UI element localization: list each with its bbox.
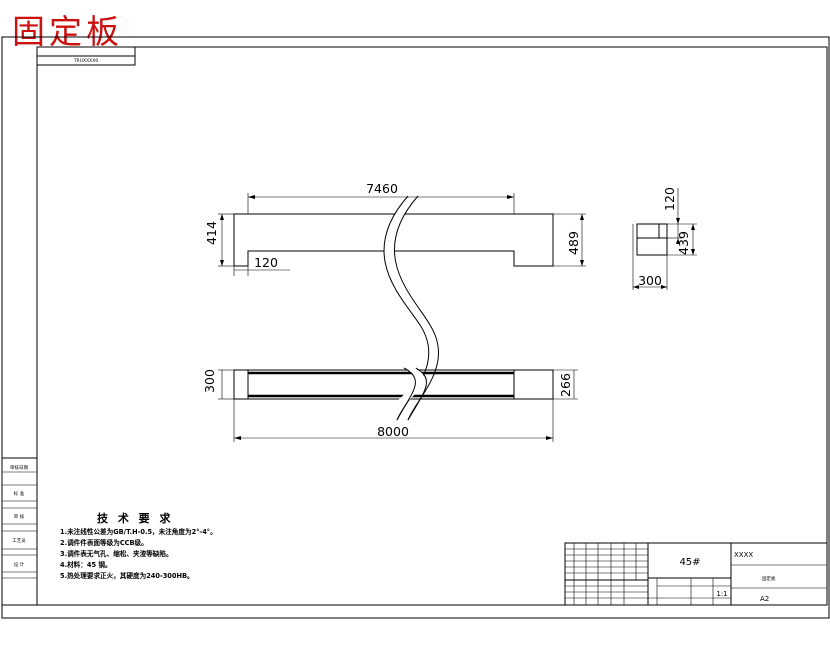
tech-item-1: 1.未注线性公差为GB/T.H-0.5，未注角度为2°-4°。 bbox=[60, 527, 217, 536]
side-view: 300 120 439 bbox=[632, 187, 697, 290]
dim-300-side: 300 bbox=[638, 273, 662, 288]
dim-489: 489 bbox=[566, 231, 581, 255]
code-box-text: TRUXXXX0 bbox=[73, 58, 99, 64]
tech-heading: 技 术 要 求 bbox=[97, 511, 174, 525]
dim-414: 414 bbox=[204, 221, 219, 245]
tech-item-4: 4.材料：45 钢。 bbox=[60, 560, 112, 569]
front-view-outline bbox=[233, 213, 554, 267]
dim-8000: 8000 bbox=[377, 424, 409, 439]
dim-7460: 7460 bbox=[366, 181, 398, 196]
material-label: 45# bbox=[679, 557, 700, 568]
part-name-label: 固定板 bbox=[762, 575, 776, 582]
strip-label-review: 审 核 bbox=[14, 513, 25, 520]
strip-label-process: 工艺员 bbox=[12, 538, 26, 544]
code-box: TRUXXXX0 bbox=[36, 46, 136, 66]
dim-300-bottom: 300 bbox=[202, 369, 217, 393]
sheet-size-label: A2 bbox=[760, 595, 769, 603]
break-band bbox=[383, 196, 439, 420]
dim-120-side: 120 bbox=[662, 187, 677, 211]
tech-item-5: 5.热处理要求正火，其硬度为240-300HB。 bbox=[60, 571, 194, 580]
tech-item-3: 3.调件表无气孔、缩松、夹渣等缺陷。 bbox=[60, 549, 173, 558]
strip-label-design: 设 计 bbox=[14, 561, 25, 568]
break-line-right bbox=[394, 195, 440, 421]
company-label: XXXX bbox=[734, 551, 753, 559]
tech-item-2: 2.调件件表面等级为CCB级。 bbox=[60, 538, 148, 547]
scale-label: 1:1 bbox=[716, 590, 727, 598]
bottom-view: 300 266 8000 bbox=[202, 367, 578, 442]
title-block: 45# 1:1 XXXX 固定板 A2 bbox=[564, 542, 828, 606]
strip-label-standard: 标 准 bbox=[14, 490, 25, 497]
outer-frame bbox=[1, 36, 830, 619]
side-view-lower bbox=[636, 237, 668, 256]
page-title: 固定板 bbox=[12, 12, 123, 51]
front-view: 7460 414 489 120 bbox=[204, 181, 586, 421]
dim-120-front: 120 bbox=[254, 255, 278, 270]
inner-frame bbox=[36, 46, 828, 606]
dim-266: 266 bbox=[558, 373, 573, 397]
side-view-upper bbox=[636, 223, 668, 239]
strip-label-date: 审核日期 bbox=[10, 464, 28, 471]
bottom-view-outline bbox=[233, 369, 554, 400]
tech-requirements: 技 术 要 求 1.未注线性公差为GB/T.H-0.5，未注角度为2°-4°。 … bbox=[60, 511, 217, 580]
dim-439: 439 bbox=[676, 231, 691, 255]
left-strip-table: 审核日期 标 准 审 核 工艺员 设 计 bbox=[1, 457, 38, 606]
